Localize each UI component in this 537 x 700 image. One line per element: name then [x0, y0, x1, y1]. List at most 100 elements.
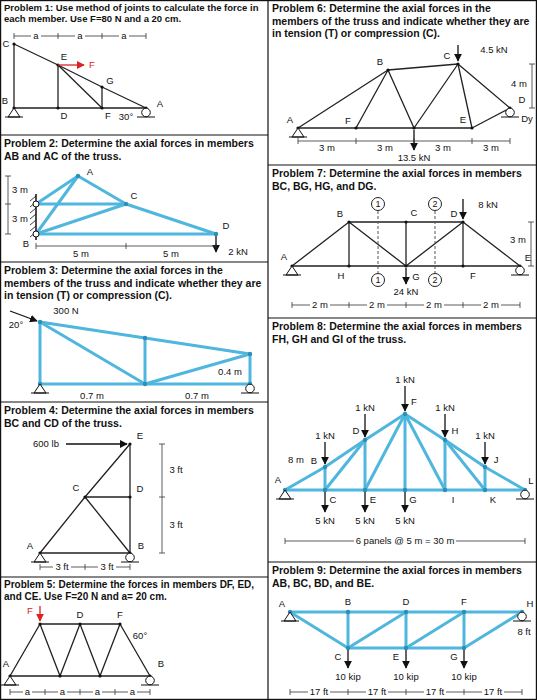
truss-member — [325, 440, 365, 490]
ground-line — [31, 393, 49, 394]
figure-label: G — [106, 76, 113, 86]
truss-joint — [58, 674, 61, 677]
figure-label: E — [525, 253, 531, 263]
truss-member — [404, 414, 407, 490]
figure-label: B — [337, 209, 343, 219]
truss-joint — [214, 232, 218, 236]
ground-line — [513, 621, 531, 622]
figure-label: E — [137, 431, 143, 441]
pin-support — [34, 384, 46, 393]
truss-member — [348, 647, 406, 650]
pin-support — [284, 612, 296, 621]
dimension-tick — [529, 64, 535, 65]
dimension-tick — [146, 33, 147, 39]
truss-member — [58, 107, 102, 108]
ground-line — [276, 499, 294, 500]
truss-joint — [128, 442, 131, 445]
figure-label: C — [444, 51, 451, 61]
truss-member — [144, 338, 147, 384]
truss-member — [58, 65, 102, 87]
problem-statement: Problem 4: Determine the axial forces in… — [4, 404, 264, 429]
dimension-tick — [285, 538, 286, 544]
figure-label: 10 kip — [393, 672, 418, 682]
truss-joint — [38, 320, 42, 324]
problem-statement: Problem 2: Determine the axial forces in… — [4, 137, 264, 162]
dimension-tick — [159, 497, 165, 498]
figure-label: D — [403, 597, 410, 607]
section-line — [378, 211, 379, 273]
dimension-tick — [159, 553, 165, 554]
truss-member — [40, 624, 60, 676]
wall-hatch — [30, 220, 36, 225]
figure-label: 8 kN — [478, 200, 498, 210]
ground-line — [1, 685, 19, 686]
load-arrow — [324, 442, 325, 464]
truss-member — [14, 44, 58, 65]
figure-label: H — [527, 599, 534, 609]
truss-member — [348, 611, 406, 614]
figure-label: 3 ft — [53, 562, 70, 572]
dimension-tick — [348, 689, 349, 695]
truss-joint — [461, 220, 464, 223]
figure-label: 17 ft — [424, 687, 447, 697]
figure-label: A — [3, 659, 9, 669]
ground-line — [121, 562, 139, 563]
dimensions — [5, 33, 535, 695]
figure-label: 2 m — [367, 300, 387, 310]
figure-label: G — [412, 272, 419, 282]
dimension-tick — [130, 564, 131, 570]
figure-label: 300 N — [53, 306, 78, 316]
truss-member — [462, 222, 463, 266]
figure-label: B — [311, 456, 317, 466]
load-arrow — [364, 414, 365, 437]
problem-panel: Problem 6: Determine the axial forces in… — [268, 0, 537, 165]
section-number: 1 — [375, 276, 380, 285]
truss-joint — [12, 42, 15, 45]
wall-pin — [33, 201, 39, 207]
figure-label: a — [75, 31, 84, 41]
truss-joint — [76, 174, 80, 178]
problem-panel: Problem 4: Determine the axial forces in… — [0, 402, 268, 577]
truss — [288, 610, 524, 650]
dimension-tick — [216, 243, 217, 249]
truss-joint — [128, 495, 131, 498]
ground-line — [289, 137, 307, 138]
dimension-tick — [85, 564, 86, 570]
load-arrow — [215, 236, 216, 252]
figure-label: 5 m — [71, 249, 91, 259]
figure-label: Dy — [521, 114, 533, 124]
truss-member — [405, 489, 445, 492]
figure-label: 13.5 kN — [398, 153, 431, 163]
truss-joint — [404, 264, 407, 267]
figure-label: A — [287, 115, 293, 125]
truss-member — [129, 444, 130, 497]
figure-label: 2 kN — [228, 247, 248, 257]
figure-label: 8 m — [288, 455, 304, 465]
load-arrow — [457, 45, 458, 61]
roller-support — [518, 612, 527, 621]
figure-label: 1 kN — [355, 403, 375, 413]
figure-label: A — [87, 167, 93, 177]
dimension-line — [532, 64, 533, 108]
dimension-tick — [528, 222, 534, 223]
truss-member — [464, 611, 522, 614]
dimension-tick — [349, 302, 350, 308]
load-arrow — [39, 606, 40, 621]
truss-joint — [404, 610, 408, 614]
truss-joint — [403, 412, 407, 416]
truss-member — [80, 624, 100, 676]
dimension-tick — [290, 689, 291, 695]
dimension-tick — [80, 689, 81, 695]
truss-joint — [143, 336, 147, 340]
figure-label: a — [31, 31, 40, 41]
truss-joint — [346, 646, 350, 650]
dimension-tick — [102, 33, 103, 39]
figure-label: G — [409, 495, 416, 505]
figure-label: A — [275, 475, 281, 485]
ground-line — [516, 499, 534, 500]
problem-statement: Problem 3: Determine the axial forces in… — [4, 264, 264, 302]
truss-member — [102, 107, 146, 108]
dimension-tick — [414, 138, 415, 144]
dimension-line — [298, 141, 510, 142]
truss-member — [444, 440, 447, 490]
